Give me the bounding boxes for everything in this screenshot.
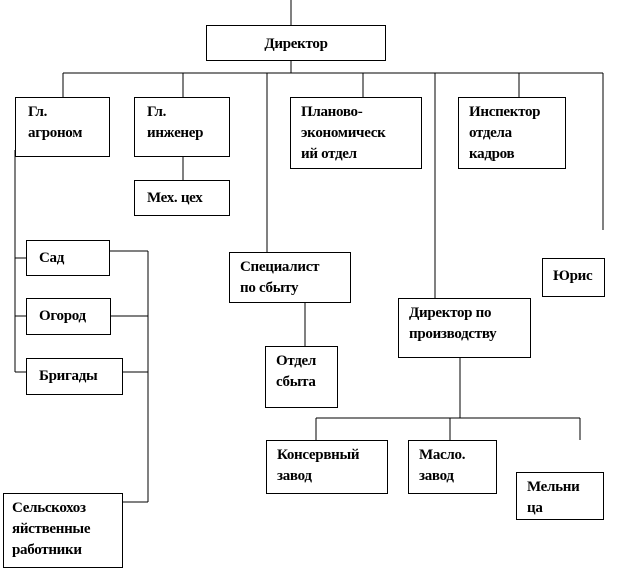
node-cannery: Консервный завод (266, 440, 388, 494)
node-oil-plant: Масло. завод (408, 440, 497, 494)
node-hr-inspector: Инспектор отдела кадров (458, 97, 566, 169)
node-garden: Сад (26, 240, 110, 276)
node-sales-dept: Отдел сбыта (265, 346, 338, 408)
node-mill: Мельни ца (516, 472, 604, 520)
node-sales-specialist: Специалист по сбыту (229, 252, 351, 303)
node-director: Директор (206, 25, 386, 61)
node-lawyer: Юрис (542, 258, 605, 297)
node-farm-workers: Сельскохоз яйственные работники (3, 493, 123, 568)
node-mech-shop: Мех. цех (134, 180, 230, 216)
node-brigades: Бригады (26, 358, 123, 395)
node-chief-engineer: Гл. инженер (134, 97, 230, 157)
node-chief-agronomist: Гл. агроном (15, 97, 110, 157)
node-planning-dept: Планово- экономическ ий отдел (290, 97, 422, 169)
node-vegetable-garden: Огород (26, 298, 111, 335)
node-production-director: Директор по производству (398, 298, 531, 358)
